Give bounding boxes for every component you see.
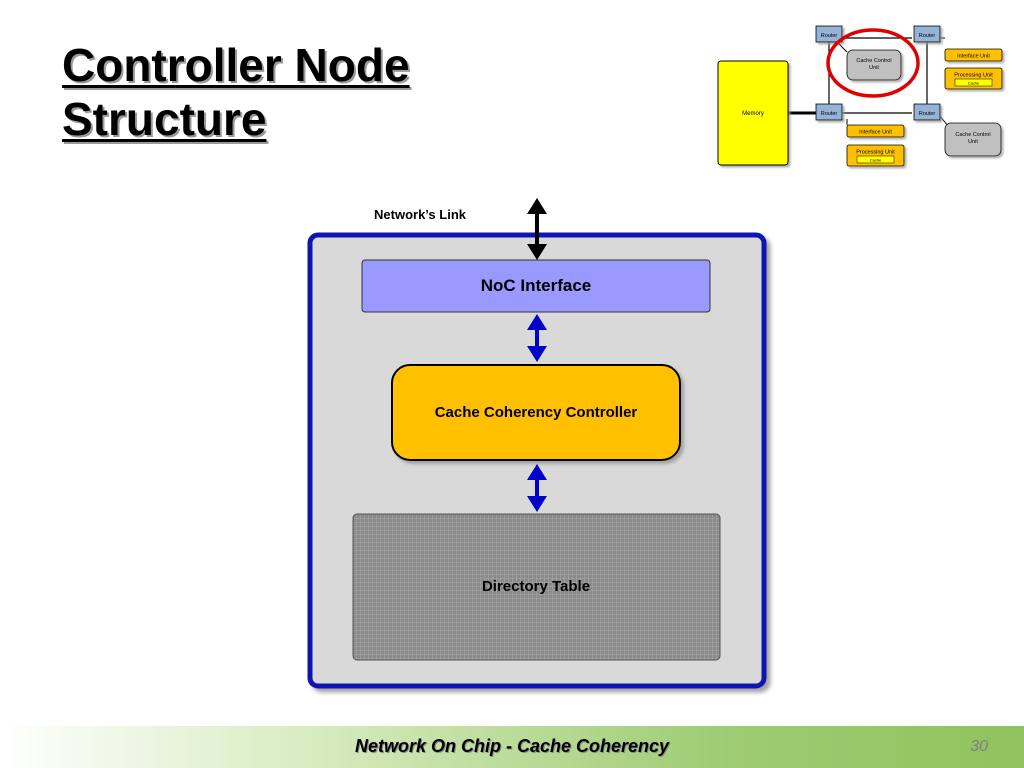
- thumb-router-bottom-left: Router: [815, 103, 843, 121]
- controller-directory-arrow: [527, 464, 547, 512]
- cache-coherency-controller-label: Cache Coherency Controller: [435, 404, 638, 421]
- svg-text:Processing Unit: Processing Unit: [954, 73, 993, 79]
- network-link-label: Network’s Link: [374, 207, 467, 222]
- footer-title: Network On Chip - Cache Coherency: [354, 736, 670, 756]
- slide-title-line-1: Controller Node: [62, 39, 410, 91]
- thumb-cache-control-unit-top: Cache Control Unit: [846, 49, 902, 81]
- slide-number: 30: [970, 738, 988, 755]
- svg-text:Router: Router: [821, 111, 838, 117]
- svg-text:Unit: Unit: [968, 139, 978, 145]
- svg-text:Interface Unit: Interface Unit: [957, 54, 990, 60]
- svg-text:Cache Control: Cache Control: [856, 58, 891, 64]
- thumb-router-top-right: Router: [913, 25, 941, 43]
- footer-bar: Network On Chip - Cache Coherency 30: [0, 726, 1024, 768]
- thumb-router-bottom-right: Router: [913, 103, 941, 121]
- noc-controller-arrow: [527, 314, 547, 362]
- thumb-memory-block: Memory: [717, 60, 789, 166]
- network-link-arrow: [527, 198, 547, 260]
- thumb-router-top-left: Router: [815, 25, 843, 43]
- thumb-cache-control-unit-bottom: Cache Control Unit: [944, 122, 1002, 157]
- svg-text:Router: Router: [919, 111, 936, 117]
- svg-text:Cache Control: Cache Control: [955, 132, 990, 138]
- svg-text:Router: Router: [919, 33, 936, 39]
- directory-table-block: Directory Table: [352, 513, 721, 661]
- thumb-processing-unit-bottom: Processing Unit Cache: [846, 144, 905, 167]
- noc-interface-label: NoC Interface: [481, 276, 592, 295]
- svg-text:Interface Unit: Interface Unit: [859, 130, 892, 136]
- cache-coherency-controller-block: Cache Coherency Controller: [391, 364, 681, 461]
- svg-text:Cache: Cache: [968, 81, 980, 86]
- slide-title-line-2: Structure: [62, 93, 267, 145]
- highlight-circle: [826, 28, 920, 98]
- thumb-interface-unit-right: Interface Unit: [944, 48, 1003, 62]
- thumb-processing-unit-right: Processing Unit Cache: [944, 67, 1003, 90]
- noc-interface-block: NoC Interface: [361, 259, 711, 313]
- slide-title: Controller Node Structure: [62, 38, 410, 146]
- svg-text:Memory: Memory: [742, 111, 764, 117]
- svg-text:Router: Router: [821, 33, 838, 39]
- thumb-interface-unit-bottom: Interface Unit: [846, 124, 905, 138]
- svg-text:Unit: Unit: [869, 65, 879, 71]
- svg-text:Cache: Cache: [870, 158, 882, 163]
- controller-node-diagram: Network’s Link NoC Interface Cache Coher…: [307, 198, 767, 689]
- svg-text:Processing Unit: Processing Unit: [856, 150, 895, 156]
- system-overview-thumbnail: Memory Router Router Router Router Cache…: [717, 25, 1003, 167]
- directory-table-label: Directory Table: [482, 578, 590, 595]
